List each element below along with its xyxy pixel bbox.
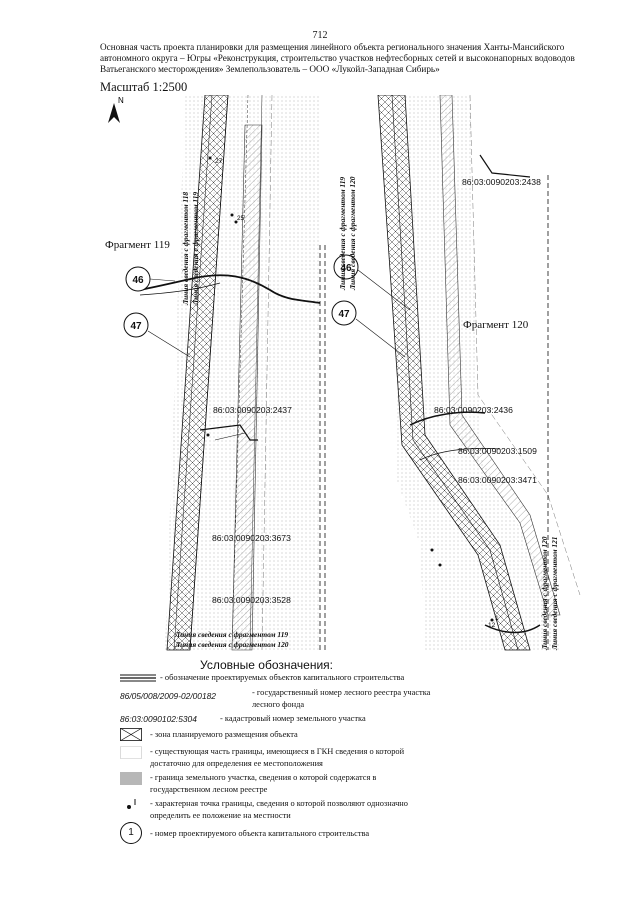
point-number: 12 [488,622,496,629]
scale-label: Масштаб 1:2500 [100,80,188,94]
legend-code: 86/05/008/2009-02/00182 [120,691,216,701]
edge-label: Линия сведения с фрагментом 119 [191,192,200,306]
boundary-point-icon [127,799,136,809]
legend-item: - зона планируемого размещения объекта [120,728,570,742]
svg-text:47: 47 [130,321,142,332]
object-number-47-left: 47 [123,312,191,358]
fragment-120-drawing [324,95,581,651]
legend-item: - характерная точка границы, сведения о … [120,798,420,822]
legend-text: - характерная точка границы, сведения о … [150,799,408,820]
forest-registry-boundary-symbol-icon [120,772,142,785]
legend-code: 86:03:0090102:5304 [120,714,197,724]
svg-text:47: 47 [338,309,350,320]
legend-item: 86/05/008/2009-02/00182 - государственны… [120,687,600,711]
parcel-label: 86:03:0090203:3528 [212,595,291,605]
legend-text: - обозначение проектируемых объектов кап… [160,673,405,682]
legend-item: 86:03:0090102:5304 - кадастровый номер з… [120,713,570,725]
point-number: 27 [215,158,223,165]
existing-boundary-symbol-icon [120,746,142,759]
parcel-label: 86:03:0090203:2438 [462,177,541,187]
legend-text: - зона планируемого размещения объекта [150,730,298,739]
edge-label: Линия сведения с фрагментом 119 [338,177,347,291]
north-label: N [118,96,124,105]
edge-label: Линия сведения с фрагментом 121 [550,537,559,652]
legend-title: Условные обозначения: [200,658,333,672]
legend-item: 1 - номер проектируемого объекта капитал… [120,822,440,846]
parcel-label: 86:03:0090203:3673 [212,533,291,543]
north-arrow-icon: N [108,96,124,123]
legend-text: - государственный номер лесного реестра … [252,688,431,709]
legend-text: - кадастровый номер земельного участка [220,714,366,723]
object-number-47-right: 47 [331,300,406,358]
edge-label: Линия сведения с фрагментом 120 [348,176,357,291]
legend-text: - номер проектируемого объекта капитальн… [150,829,370,838]
legend-item: - обозначение проектируемых объектов кап… [120,672,570,684]
legend-item: - граница земельного участка, сведения о… [120,772,420,796]
edge-label: Линия сведения с фрагментом 119 [174,630,288,639]
svg-text:46: 46 [340,263,352,274]
edge-label: Линия сведения с фрагментом 120 [540,536,549,651]
parcel-label: 86:03:0090203:2436 [434,405,513,415]
document-header: Основная часть проекта планировки для ра… [100,42,575,74]
parcel-label: 86:03:0090203:3471 [458,475,537,485]
cadastral-map: N [105,95,581,652]
object-number-symbol: 1 [120,822,142,844]
point-number: 25 [237,215,245,222]
fragment-119-drawing [139,95,321,651]
fragment-left-label: Фрагмент 119 [105,239,170,251]
legend-text: - граница земельного участка, сведения о… [150,773,377,794]
svg-text:46: 46 [132,275,144,286]
legend-text: - существующая часть границы, имеющиеся … [150,747,405,768]
zone-symbol-icon [120,728,142,741]
edge-label: Линия сведения с фрагментом 118 [181,192,190,306]
fragment-right-label: Фрагмент 120 [463,319,529,331]
parcel-label: 86:03:0090203:2437 [213,405,292,415]
object-number-46-right: 46 [333,254,411,311]
parcel-label: 86:03:0090203:1509 [458,446,537,456]
edge-label: Линия сведения с фрагментом 120 [174,640,289,649]
object-number-46-left: 46 [125,266,176,292]
legend-item: - существующая часть границы, имеющиеся … [120,746,420,770]
planned-object-symbol-icon [120,674,156,682]
point-number: 1 [495,615,499,622]
page-number: 712 [312,30,328,41]
